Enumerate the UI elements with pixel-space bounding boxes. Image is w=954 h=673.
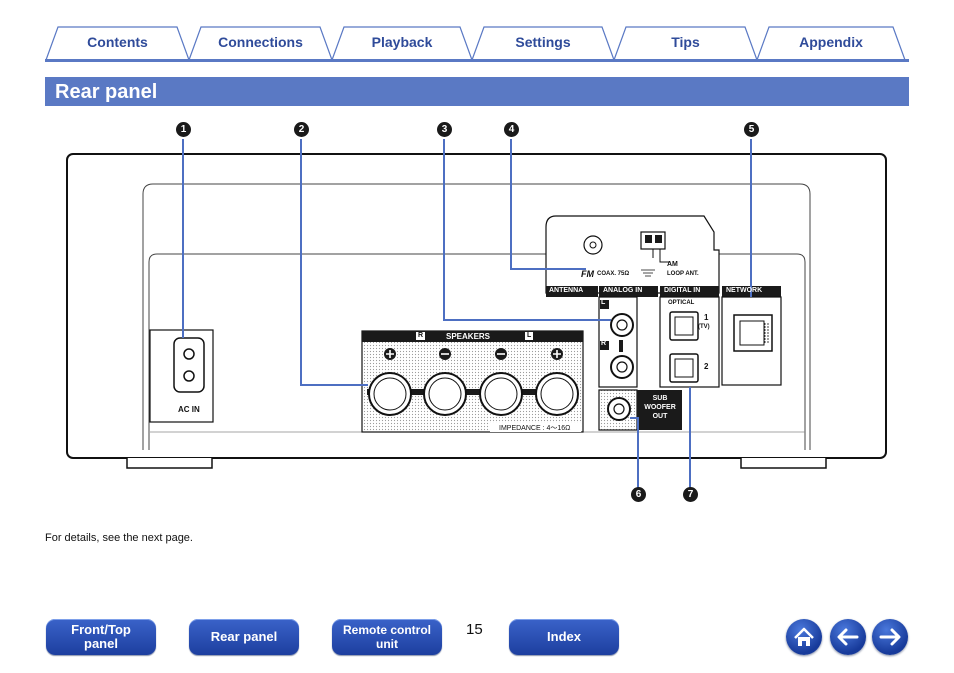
callout-1: 1 <box>176 122 191 137</box>
arrow-left-icon <box>837 628 859 646</box>
home-icon <box>794 627 814 646</box>
antenna-label: ANTENNA <box>549 287 584 294</box>
fm-label: FM <box>581 269 594 279</box>
network-label: NETWORK <box>726 287 763 294</box>
arrow-right-icon <box>879 628 901 646</box>
remote-control-unit-button[interactable]: Remote control unit <box>332 619 442 655</box>
index-button[interactable]: Index <box>509 619 619 655</box>
analog-l-label: L <box>601 299 606 306</box>
callout-7: 7 <box>683 487 698 502</box>
leader-4 <box>510 139 586 270</box>
previous-page-button[interactable] <box>830 619 866 655</box>
callout-2: 2 <box>294 122 309 137</box>
leader-3 <box>443 139 611 321</box>
tab-connections[interactable]: Connections <box>218 34 303 50</box>
optical-1-sub-label: (TV) <box>698 324 710 330</box>
tab-appendix[interactable]: Appendix <box>799 34 863 50</box>
rear-panel-button[interactable]: Rear panel <box>189 619 299 655</box>
tab-shape-playback <box>331 26 473 61</box>
optical-1-label: 1 <box>704 313 709 322</box>
footnote: For details, see the next page. <box>45 532 193 544</box>
page-number: 15 <box>466 621 483 638</box>
analog-in-label: ANALOG IN <box>603 287 643 294</box>
callout-5: 5 <box>744 122 759 137</box>
subwoofer-out-label: SUB WOOFER OUT <box>644 395 676 420</box>
am-label: AM <box>667 261 678 268</box>
coax-label: COAX. 75Ω <box>597 271 630 277</box>
next-page-button[interactable] <box>872 619 908 655</box>
home-button[interactable] <box>786 619 822 655</box>
callout-4: 4 <box>504 122 519 137</box>
digital-in-label: DIGITAL IN <box>664 287 701 294</box>
tab-settings[interactable]: Settings <box>515 34 571 50</box>
ac-in-label: AC IN <box>178 405 200 414</box>
optical-2-label: 2 <box>704 362 709 371</box>
title-bar: Rear panel <box>45 77 909 106</box>
tab-tips[interactable]: Tips <box>671 34 700 50</box>
speakers-label: SPEAKERS <box>446 332 491 341</box>
callout-6: 6 <box>631 487 646 502</box>
top-tab-bar: Contents Connections Playback Settings T… <box>0 0 954 64</box>
impedance-label: IMPEDANCE : 4～16Ω <box>499 425 571 432</box>
leader-6 <box>630 417 639 492</box>
tab-playback[interactable]: Playback <box>371 34 433 50</box>
rear-panel-illustration <box>66 139 887 492</box>
analog-r-label: R <box>601 340 607 347</box>
tab-contents[interactable]: Contents <box>87 34 148 50</box>
antenna-block <box>545 215 720 294</box>
speaker-l-label: L <box>525 332 534 340</box>
tab-shape-connections <box>188 26 333 61</box>
tab-shape-appendix <box>756 26 906 61</box>
tab-outlines <box>45 26 909 62</box>
front-top-panel-button[interactable]: Front/Top panel <box>46 619 156 655</box>
tab-shape-tips <box>613 26 758 61</box>
optical-label: OPTICAL <box>668 300 695 306</box>
callout-3: 3 <box>437 122 452 137</box>
page-title: Rear panel <box>55 81 158 103</box>
rear-panel-diagram: 1 2 3 4 5 6 7 AC IN SPEAKERS R L IMPEDAN… <box>0 110 954 510</box>
speaker-r-label: R <box>416 332 426 340</box>
leader-2 <box>300 139 368 386</box>
loop-ant-label: LOOP ANT. <box>667 271 699 277</box>
tab-shape-contents <box>45 26 190 61</box>
tab-shape-settings <box>471 26 615 61</box>
